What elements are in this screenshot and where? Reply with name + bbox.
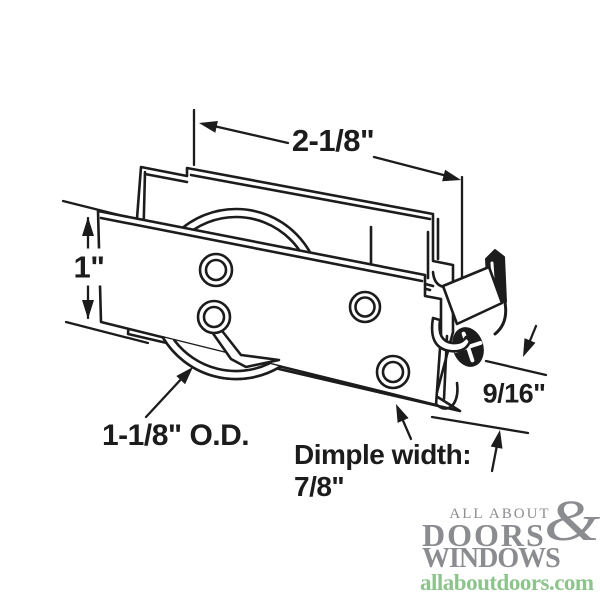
dim-height-tick-bottom [64, 320, 150, 345]
rivet-hole-bottom-left [196, 299, 232, 335]
front-plate-thickness-line [99, 216, 424, 283]
dim-label-depth: 9/16" [480, 378, 548, 409]
rivet-hole-top-left [198, 252, 234, 288]
dim-label-dimple-width: Dimple width: 7/8" [294, 439, 472, 503]
brand-website: allaboutdoors.com [420, 570, 594, 595]
dimple-width-line1: Dimple width: [294, 439, 472, 470]
front-plate [96, 209, 443, 407]
dim-height-tick-top [61, 199, 121, 217]
brand-ampersand: & [544, 488, 600, 553]
dimple-width-line2: 7/8" [294, 471, 345, 503]
dim-dimple-arrowhead [396, 404, 409, 423]
latch-bracket [441, 265, 504, 326]
latch-assembly [430, 249, 508, 367]
roller-bottom-groove-arc [173, 339, 271, 373]
dimension-lines [61, 108, 548, 473]
dim-label-height: 1" [68, 248, 110, 286]
brand-tagline: ALL ABOUT [449, 506, 551, 522]
dim-width-leader-right [372, 155, 457, 180]
brand-word-doors: DOORS [422, 517, 546, 553]
dim-od-arrowhead [176, 367, 193, 385]
brand-watermark: ALL ABOUT & DOORS WINDOWS allaboutdoors.… [420, 492, 600, 598]
dim-od-arrow [144, 374, 186, 419]
dim-label-roller-od: 1-1/8" O.D. [102, 419, 250, 452]
roller-bottom-arc [161, 336, 282, 381]
dimple-hole [375, 354, 411, 390]
latch-hook-curve [493, 296, 508, 336]
dim-label-width: 2-1/8" [291, 123, 375, 158]
brand-word-windows: WINDOWS [422, 543, 561, 574]
rivet-hole-middle [348, 290, 382, 324]
dim-depth-tick-top [484, 359, 548, 377]
dim-depth-tick-bottom [430, 415, 530, 435]
dim-width-leader-left [203, 122, 290, 145]
housing-lip [430, 316, 472, 353]
